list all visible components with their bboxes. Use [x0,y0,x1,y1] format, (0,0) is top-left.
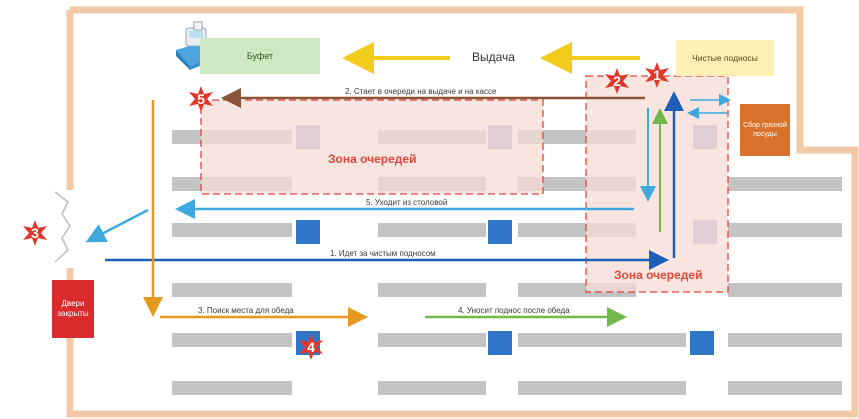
table [378,223,486,237]
table [728,333,842,347]
table [172,283,292,297]
room-wall [66,6,859,418]
chair [690,331,714,355]
dirty-dishes-box: Сбор грязной посуды [740,104,790,156]
flow-label-3: 3. Поиск места для обеда [198,306,294,315]
step-badge-3: 3 [22,220,48,246]
table [518,333,686,347]
clean-trays-box: Чистые подносы [676,40,774,76]
queue-zone-top [200,99,544,195]
serving-label: Выдача [472,50,515,64]
table [728,177,842,191]
table [172,333,292,347]
step-badge-2: 2 [604,68,630,94]
table [172,381,292,395]
queue-zone-top-label: Зона очередей [328,152,417,166]
chair [488,331,512,355]
table [728,223,842,237]
flow-label-1: 1. Идет за чистым подносом [330,249,436,258]
table [378,381,486,395]
table [728,381,842,395]
doors-closed-label: Двери закрыты [57,299,89,318]
arrow-exit [85,208,149,243]
chair [488,220,512,244]
doors-closed-box: Двери закрыты [52,280,94,338]
chair [296,220,320,244]
buffet-box: Буфет [200,38,320,74]
table [172,223,292,237]
queue-zone-right-label: Зона очередей [614,268,703,282]
entrance-opening [54,191,71,263]
table [728,283,842,297]
flow-label-4: 4. Уносит поднос после обеда [458,306,570,315]
flow-label-2: 2. Стает в очереди на выдаче и на кассе [345,87,497,96]
step-badge-4: 4 [298,334,324,360]
buffet-label: Буфет [246,51,274,61]
table [518,381,686,395]
clean-trays-label: Чистые подносы [692,53,758,63]
step-badge-1: 1 [644,62,670,88]
dirty-dishes-label: Сбор грязной посуды [743,122,787,138]
table [378,333,486,347]
flow-label-5: 5. Уходит из столовой [366,198,448,207]
table [378,283,486,297]
step-badge-5: 5 [188,86,214,112]
